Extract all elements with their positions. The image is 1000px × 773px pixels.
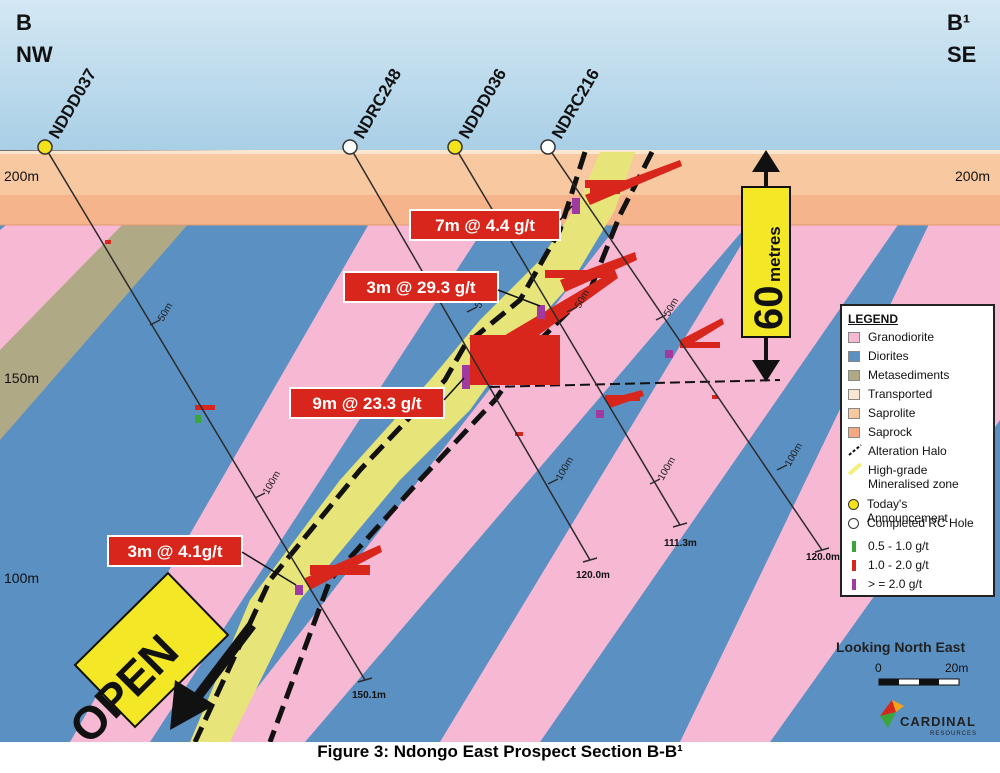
alteration-halo xyxy=(489,379,781,388)
legend-item-granodiorite: Granodiorite xyxy=(848,330,987,349)
legend-label: Transported xyxy=(868,387,933,401)
granodiorite-swatch-icon xyxy=(848,332,860,343)
horizontal-scale-bar: 0 20m xyxy=(875,661,968,686)
intercept-callout: 3m @ 29.3 g/t xyxy=(343,271,541,307)
scale-end-label: 20m xyxy=(945,661,968,675)
scale-start-label: 0 xyxy=(875,661,882,675)
legend-label: Saprolite xyxy=(868,406,916,420)
section-end-label: B¹ xyxy=(947,10,970,35)
yellow-circle-icon xyxy=(848,499,859,510)
figure-caption: Figure 3: Ndongo East Prospect Section B… xyxy=(317,742,683,761)
collar-nddd036-icon xyxy=(447,139,463,155)
legend-item-completed-rc: Completed RC Hole xyxy=(848,516,987,535)
legend-label: Today's Announcement xyxy=(867,497,948,525)
collar-ndrc248-icon xyxy=(342,139,358,155)
legend-grade-high: > = 2.0 g/t xyxy=(848,577,987,596)
vertical-scale-bar: 60 metres xyxy=(741,150,791,382)
red-bar-icon xyxy=(852,560,856,571)
legend-label: > = 2.0 g/t xyxy=(868,577,923,591)
legend-grade-low: 0.5 - 1.0 g/t xyxy=(848,539,987,558)
view-direction-label: Looking North East xyxy=(836,639,966,655)
scale-bar-unit: metres xyxy=(765,226,784,282)
green-bar-icon xyxy=(852,541,856,552)
legend-label: Metasediments xyxy=(868,368,950,382)
end-depth-label: 150.1m xyxy=(352,690,386,701)
cardinal-logo-icon xyxy=(880,700,904,728)
legend-label: Alteration Halo xyxy=(868,444,947,458)
legend-label: Saprock xyxy=(868,425,913,439)
transported-swatch-icon xyxy=(848,389,860,400)
legend-title: LEGEND xyxy=(848,312,899,326)
granodiorite-band xyxy=(215,222,750,742)
saprolite-swatch-icon xyxy=(848,408,860,419)
sky xyxy=(0,0,1000,150)
intercept-callout: 3m @ 4.1g/t xyxy=(107,535,297,586)
logo-name: CARDINAL xyxy=(900,714,976,729)
end-depth-label: 120.0m xyxy=(806,552,840,563)
diorite-swatch-icon xyxy=(848,351,860,362)
end-depth-label: 120.0m xyxy=(576,570,610,581)
grade-bars xyxy=(105,160,724,590)
grade-green-tick xyxy=(195,415,201,423)
legend-item-metasediments: Metasediments xyxy=(848,368,987,387)
white-circle-icon xyxy=(848,518,859,529)
end-depth-label: 111.3m xyxy=(664,538,697,549)
legend-item-alteration-halo: Alteration Halo xyxy=(848,444,987,463)
section-end-direction: SE xyxy=(947,42,976,67)
elevation-label: 150m xyxy=(4,370,39,386)
intercept-callout: 9m @ 23.3 g/t xyxy=(289,377,465,419)
elevation-label: 200m xyxy=(4,168,39,184)
mineralised-zone-icon xyxy=(848,463,862,475)
intercept-label: 3m @ 29.3 g/t xyxy=(366,278,476,297)
elevation-label: 200m xyxy=(955,168,990,184)
intercept-label: 9m @ 23.3 g/t xyxy=(312,394,422,413)
legend-label: High-grade Mineralised zone xyxy=(868,463,959,491)
cross-section-diagram: NDDD037 NDRC248 NDDD036 NDRC216 50m 100m… xyxy=(0,0,1000,742)
granodiorite-band xyxy=(0,222,125,350)
elevation-label: 100m xyxy=(4,570,39,586)
purple-bar-icon xyxy=(852,579,856,590)
legend-label: 1.0 - 2.0 g/t xyxy=(868,558,929,572)
legend-item-diorites: Diorites xyxy=(848,349,987,368)
legend-item-transported: Transported xyxy=(848,387,987,406)
legend-item-saprock: Saprock xyxy=(848,425,987,444)
legend-panel: LEGEND Granodiorite Diorites Metasedimen… xyxy=(840,304,995,597)
collar-nddd037-icon xyxy=(37,139,53,155)
grade-purple-ticks xyxy=(295,198,673,595)
intercept-label: 3m @ 4.1g/t xyxy=(128,542,223,561)
section-start-direction: NW xyxy=(16,42,53,67)
collar-ndrc216-icon xyxy=(540,139,556,155)
legend-item-mineralised-zone: High-grade Mineralised zone xyxy=(848,463,987,497)
alteration-halo xyxy=(192,151,588,742)
section-start-label: B xyxy=(16,10,32,35)
legend-item-announcement: Today's Announcement xyxy=(848,497,987,525)
legend-label: Completed RC Hole xyxy=(867,516,974,530)
logo-subtitle: RESOURCES xyxy=(930,731,978,737)
granodiorite-band xyxy=(440,222,900,742)
legend-grade-mid: 1.0 - 2.0 g/t xyxy=(848,558,987,577)
legend-label: Diorites xyxy=(868,349,909,363)
scale-bar-value: 60 xyxy=(747,286,791,331)
legend-label: Granodiorite xyxy=(868,330,935,344)
intercept-callout: 7m @ 4.4 g/t xyxy=(409,205,573,241)
dashed-line-icon xyxy=(848,444,862,456)
metasediment-swatch-icon xyxy=(848,370,860,381)
legend-item-saprolite: Saprolite xyxy=(848,406,987,425)
transported-layer xyxy=(0,150,1000,154)
legend-label: 0.5 - 1.0 g/t xyxy=(868,539,929,553)
intercept-label: 7m @ 4.4 g/t xyxy=(435,216,535,235)
saprock-swatch-icon xyxy=(848,427,860,438)
